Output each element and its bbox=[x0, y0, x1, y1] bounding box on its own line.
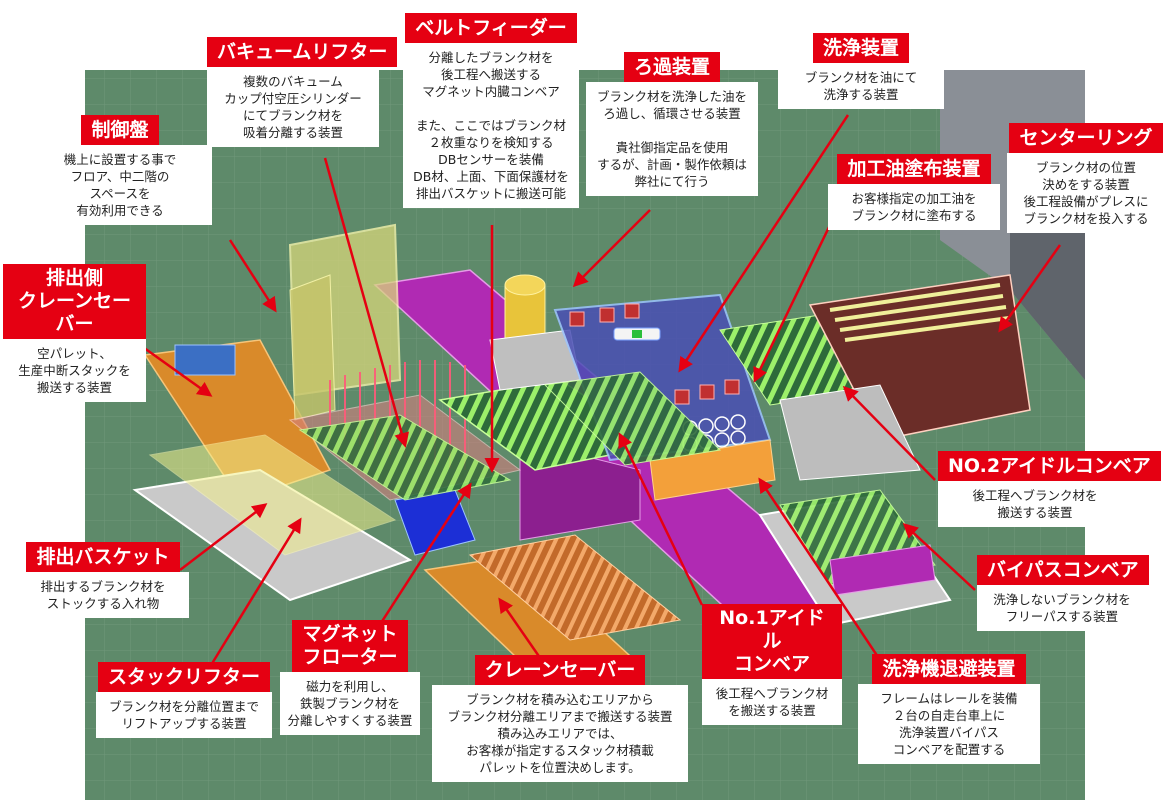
callout-crane-saver: クレーンセーバー ブランク材を積み込むエリアから ブランク材分離エリアまで搬送す… bbox=[432, 655, 688, 782]
callout-centering: センターリング ブランク材の位置 決めをする装置 後工程設備がプレスに ブランク… bbox=[1007, 123, 1165, 233]
centering-desc: ブランク材の位置 決めをする装置 後工程設備がプレスに ブランク材を投入する bbox=[1007, 153, 1165, 233]
callout-idle-conveyor-1: No.1アイドル コンベア 後工程へブランク材 を搬送する装置 bbox=[702, 604, 842, 725]
filter-desc: ブランク材を洗浄した油を ろ過し、循環させる装置 貴社御指定品を使用 するが、計… bbox=[586, 82, 758, 196]
magnet-floater-desc: 磁力を利用し、 鉄製ブランク材を 分離しやすくする装置 bbox=[280, 672, 420, 735]
bypass-conveyor-desc: 洗浄しないブランク材を フリーパスする装置 bbox=[977, 585, 1147, 631]
bypass-conveyor-title: バイパスコンベア bbox=[977, 555, 1149, 585]
discharge-basket-title: 排出バスケット bbox=[26, 542, 180, 572]
exit-crane-saver-desc: 空パレット、 生産中断スタックを 搬送する装置 bbox=[3, 339, 146, 402]
washer-retract-title: 洗浄機退避装置 bbox=[872, 654, 1026, 684]
washer-title: 洗浄装置 bbox=[812, 33, 909, 63]
idle-conveyor-1-desc: 後工程へブランク材 を搬送する装置 bbox=[702, 679, 842, 725]
centering-title: センターリング bbox=[1009, 123, 1163, 153]
callout-exit-crane-saver: 排出側 クレーンセーバー 空パレット、 生産中断スタックを 搬送する装置 bbox=[3, 264, 146, 402]
magnet-floater-title: マグネット フローター bbox=[292, 620, 408, 672]
washer-desc: ブランク材を油にて 洗浄する装置 bbox=[778, 63, 944, 109]
callout-washer-retract: 洗浄機退避装置 フレームはレールを装備 ２台の自走台車上に 洗浄装置バイパス コ… bbox=[858, 654, 1040, 764]
vacuum-lifter-title: バキュームリフター bbox=[207, 37, 398, 67]
washer-retract-desc: フレームはレールを装備 ２台の自走台車上に 洗浄装置バイパス コンベアを配置する bbox=[858, 684, 1040, 764]
discharge-basket-desc: 排出するブランク材を ストックする入れ物 bbox=[17, 572, 189, 618]
idle-conveyor-1-title: No.1アイドル コンベア bbox=[702, 604, 842, 679]
callout-vacuum-lifter: バキュームリフター 複数のバキューム カップ付空圧シリンダー にてブランク材を … bbox=[207, 37, 398, 147]
idle-conveyor-2-desc: 後工程へブランク材を 搬送する装置 bbox=[938, 481, 1132, 527]
callout-washer: 洗浄装置 ブランク材を油にて 洗浄する装置 bbox=[778, 33, 944, 109]
control-panel-title: 制御盤 bbox=[81, 115, 159, 145]
callout-belt-feeder: ベルトフィーダー 分離したブランク材を 後工程へ搬送する マグネット内臓コンベア… bbox=[403, 13, 579, 208]
stack-lifter-title: スタックリフター bbox=[97, 662, 270, 692]
callout-magnet-floater: マグネット フローター 磁力を利用し、 鉄製ブランク材を 分離しやすくする装置 bbox=[280, 620, 420, 735]
callout-discharge-basket: 排出バスケット 排出するブランク材を ストックする入れ物 bbox=[17, 542, 189, 618]
callout-stack-lifter: スタックリフター ブランク材を分離位置まで リフトアップする装置 bbox=[96, 662, 272, 738]
vacuum-lifter-desc: 複数のバキューム カップ付空圧シリンダー にてブランク材を 吸着分離する装置 bbox=[207, 67, 379, 147]
belt-feeder-desc: 分離したブランク材を 後工程へ搬送する マグネット内臓コンベア また、ここではブ… bbox=[403, 43, 579, 208]
callout-bypass-conveyor: バイパスコンベア 洗浄しないブランク材を フリーパスする装置 bbox=[977, 555, 1149, 631]
callout-idle-conveyor-2: NO.2アイドルコンベア 後工程へブランク材を 搬送する装置 bbox=[938, 451, 1161, 527]
control-panel-desc: 機上に設置する事で フロア、中二階の スペースを 有効利用できる bbox=[28, 145, 212, 225]
idle-conveyor-1 bbox=[543, 371, 722, 466]
stack-lifter-desc: ブランク材を分離位置まで リフトアップする装置 bbox=[96, 692, 272, 738]
oil-coater-desc: お客様指定の加工油を ブランク材に塗布する bbox=[828, 184, 1000, 230]
oil-coater-title: 加工油塗布装置 bbox=[837, 154, 991, 184]
crane-saver-title: クレーンセーバー bbox=[474, 655, 646, 685]
idle-conveyor-2-title: NO.2アイドルコンベア bbox=[938, 451, 1161, 481]
exit-crane-saver-title: 排出側 クレーンセーバー bbox=[3, 264, 146, 339]
callout-control-panel: 制御盤 機上に設置する事で フロア、中二階の スペースを 有効利用できる bbox=[28, 115, 212, 225]
filter-title: ろ過装置 bbox=[623, 52, 720, 82]
crane-saver-desc: ブランク材を積み込むエリアから ブランク材分離エリアまで搬送する装置 積み込みエ… bbox=[432, 685, 688, 782]
callout-filter: ろ過装置 ブランク材を洗浄した油を ろ過し、循環させる装置 貴社御指定品を使用 … bbox=[586, 52, 758, 196]
callout-oil-coater: 加工油塗布装置 お客様指定の加工油を ブランク材に塗布する bbox=[828, 154, 1000, 230]
belt-feeder-title: ベルトフィーダー bbox=[405, 13, 577, 43]
